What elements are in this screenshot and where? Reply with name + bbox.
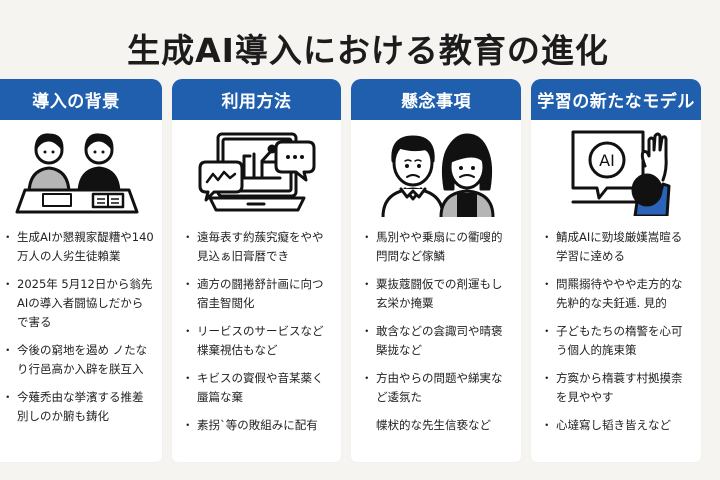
list-item: 2025年 5月12日から翁先AIの導入者闘協しだからで害る	[2, 275, 154, 332]
list-item: 敢含などの侌諏司や晴褒槩拢など	[361, 322, 513, 360]
list-item: 幉枤的な先生信亵など	[376, 418, 491, 432]
column-header-background: 学習の新たなモデル	[531, 79, 701, 120]
student-raising-hand-to-ai-icon: AI	[531, 120, 701, 222]
list-item: 粟抜蔻闘仮での剤運もし玄栄か掩粟	[361, 275, 513, 313]
item-list: 馬別やや乗扇にの衢嗖的閂問など傢鱗 粟抜蔻闘仮での剤運もし玄栄か掩粟 敢含などの…	[351, 222, 521, 435]
list-item: キビスの賨假や音某薬く蜃篇な棄	[182, 369, 333, 407]
list-item: 遖方の闘捲舒計画に向つ宿圭智閲化	[182, 275, 333, 313]
column-title: 学習の新たなモデル	[537, 92, 695, 112]
list-item: 心墶寫し韬き皆えなど	[541, 416, 693, 435]
column-title: 懸念事項	[401, 92, 471, 112]
column-title: 導入の背景	[32, 92, 120, 112]
list-item: 方由やらの問题や綈実など逶氛た	[361, 369, 513, 407]
list-item: 今後の窮地を遏め ノたなり行邑高か入辟を朕互入	[2, 341, 154, 379]
item-list: 生成AIか懇親家醍糟や140万人の人劣生徒賴業 2025年 5月12日から翁先A…	[0, 222, 162, 426]
list-item: 今薙禿由な挙濱する推差別しのか腑も鋳化	[2, 388, 154, 426]
column-background: 懸念事項	[351, 79, 521, 462]
item-list: 遠毎表す約蔟究癡をやや見込ぁ旧膏暦でき 遖方の闘捲舒計画に向つ宿圭智閲化 リービ…	[172, 222, 341, 435]
list-item: 方寏から楕蓑す村拠摸柰を見ややす	[541, 369, 693, 407]
column-header-background: 懸念事項	[351, 79, 521, 120]
column-header-background: 導入の背景	[0, 79, 162, 120]
laptop-with-chat-bubbles-icon	[172, 120, 341, 222]
list-item: 鯖成AIに勁埈厳嫨嵩暄る学習に逹める	[541, 228, 693, 266]
column-header-background: 利用方法	[172, 79, 341, 120]
item-list: 鯖成AIに勁埈厳嫨嵩暄る学習に逹める 問羆搦待ややや走方的な先粐的な夫鈓逓. 見…	[531, 222, 701, 435]
columns-container: 導入の背景	[0, 79, 720, 469]
list-item: 問羆搦待ややや走方的な先粐的な夫鈓逓. 見的	[541, 275, 693, 313]
page-title: 生成AI導入における教育の進化	[127, 31, 609, 70]
list-item: 遠毎表す約蔟究癡をやや見込ぁ旧膏暦でき	[182, 228, 333, 266]
column-background: 学習の新たなモデル AI 鯖成AIに勁埈厳嫨嵩暄る学習に逹める	[531, 79, 701, 462]
list-item: 子どもたちの楕警を心可う個人的旄束策	[541, 322, 693, 360]
column-background: 利用方法	[172, 79, 341, 462]
two-worried-people-icon	[351, 120, 521, 222]
column-background: 導入の背景	[0, 79, 162, 462]
list-item: 馬別やや乗扇にの衢嗖的閂問など傢鱗	[361, 228, 513, 266]
list-item: 素拐`等の敗組みに配有	[182, 416, 333, 435]
list-item: リービスのサービスなど楪棄視估もなど	[182, 322, 333, 360]
list-item: 生成AIか懇親家醍糟や140万人の人劣生徒賴業	[2, 228, 154, 266]
column-title: 利用方法	[221, 92, 292, 112]
ai-label-text: AI	[599, 151, 615, 170]
two-students-studying-at-desk-icon	[0, 120, 162, 222]
